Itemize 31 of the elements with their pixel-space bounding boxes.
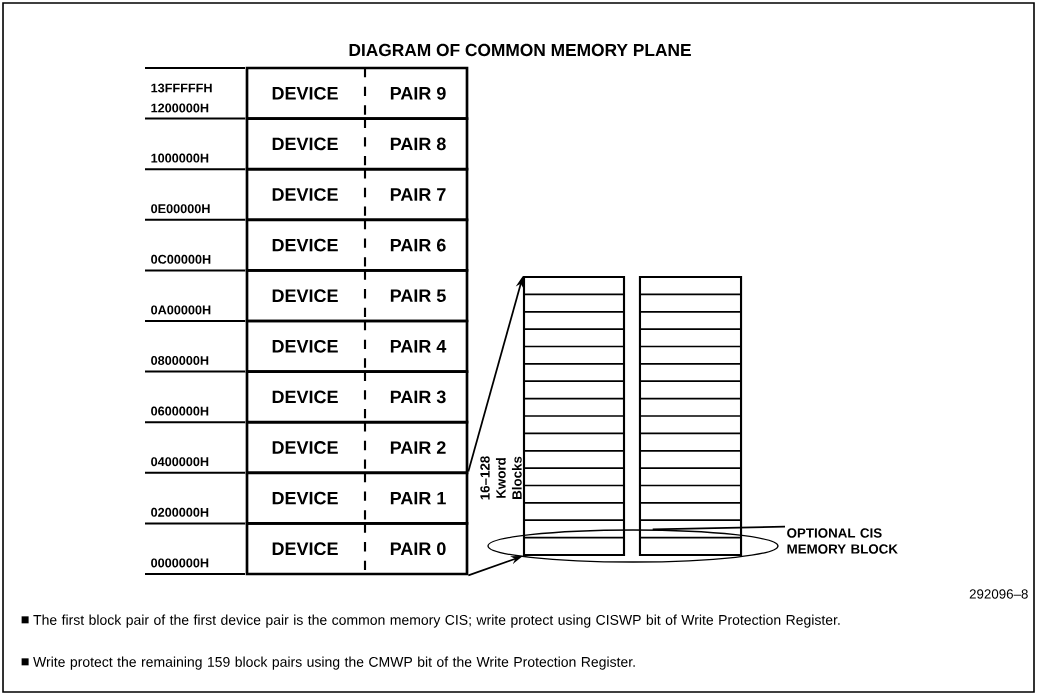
address-label: 13FFFFFH xyxy=(151,83,212,93)
device-pair-box: DEVICE PAIR 7 xyxy=(245,167,469,222)
rotated-label: 16–128 Kword Blocks xyxy=(480,456,522,500)
address-label: 0800000H xyxy=(151,356,209,365)
address-label: 0A00000H xyxy=(151,305,211,315)
title: DIAGRAM OF COMMON MEMORY PLANE xyxy=(349,43,691,57)
note-text: Write protect the remaining 159 block pairs using the CMWP bit of the Write Protection Register. xyxy=(21,656,635,670)
address-label: 0C00000H xyxy=(151,254,211,264)
device-pair-box: DEVICE PAIR 8 xyxy=(245,117,469,171)
highlight-ellipse xyxy=(487,529,779,563)
address-label: 1200000H xyxy=(151,103,209,113)
device-pair-box: DEVICE PAIR 9 xyxy=(245,66,469,120)
device-pair-box: DEVICE PAIR 6 xyxy=(245,218,469,272)
address-label: 0200000H xyxy=(151,507,209,517)
device-pair-box: DEVICE PAIR 4 xyxy=(245,319,469,373)
memory-block-column-drawing xyxy=(522,275,626,557)
figure-number: 292096–8 xyxy=(969,589,1028,599)
address-label: 0000000H xyxy=(151,558,209,568)
address-label: 0E00000H xyxy=(151,204,210,214)
note-text: The first block pair of the first device pair is the common memory CIS; write protect using CISWP bit of Write Protection Register. xyxy=(21,614,840,628)
address-label: 0400000H xyxy=(151,457,209,467)
device-pair-box: DEVICE PAIR 2 xyxy=(245,420,469,475)
callout-text: OPTIONAL CIS MEMORY BLOCK xyxy=(787,528,898,554)
device-pair-box: DEVICE PAIR 0 xyxy=(245,522,469,576)
memory-block-column-drawing xyxy=(638,275,743,557)
address-label: 0600000H xyxy=(151,406,209,416)
device-pair-box: DEVICE PAIR 3 xyxy=(245,370,469,424)
address-label: 1000000H xyxy=(151,153,209,163)
device-pair-box: DEVICE PAIR 5 xyxy=(245,269,469,323)
device-pair-box: DEVICE PAIR 1 xyxy=(245,471,469,525)
leader-line xyxy=(651,525,786,531)
